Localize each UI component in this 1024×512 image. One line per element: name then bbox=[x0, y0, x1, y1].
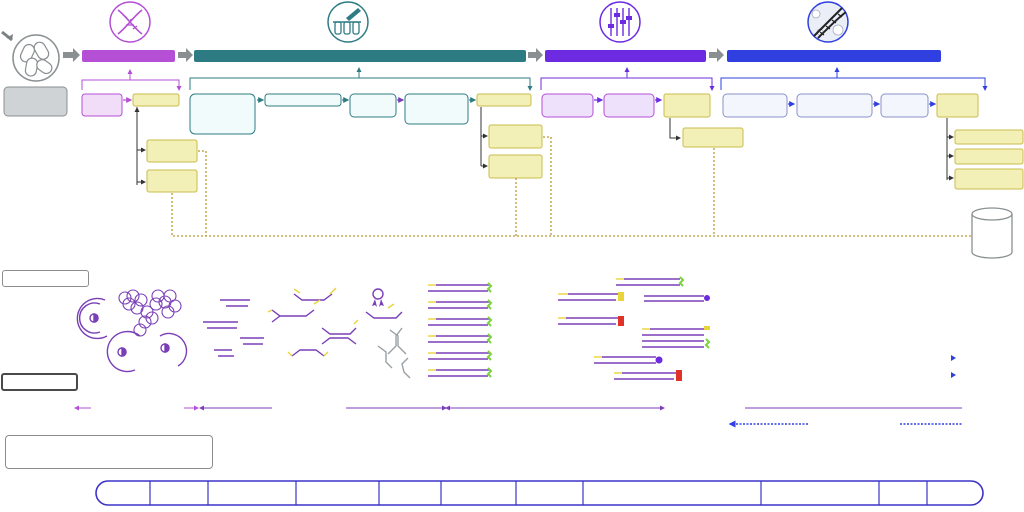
stage-2-result-box-a bbox=[488, 124, 543, 149]
barcoded-reads-group-a bbox=[428, 282, 493, 378]
stage-2-header-bar bbox=[194, 50, 526, 62]
dna-fragment-lines bbox=[203, 299, 264, 357]
adapter-ligation-illustration bbox=[267, 287, 359, 357]
stage-4-bracket bbox=[720, 77, 988, 91]
stage-2-step-box-3 bbox=[349, 93, 397, 118]
stage-connector-arrows bbox=[63, 48, 724, 62]
barcoded-reads-group-b bbox=[558, 276, 711, 381]
stage-1-output-box bbox=[132, 93, 180, 107]
stage-4-step-box-2 bbox=[796, 93, 873, 118]
stage-3-step-box-2 bbox=[603, 93, 655, 118]
flow-arrow bbox=[528, 48, 543, 62]
bottom-segment-bar bbox=[95, 480, 984, 506]
small-pointer-arrows bbox=[951, 355, 956, 378]
bacteria-cells-icon bbox=[12, 34, 60, 82]
stage-2-step-box-2 bbox=[264, 93, 342, 107]
stage-3-bracket bbox=[540, 77, 715, 91]
segment-bar-outline bbox=[95, 480, 984, 506]
stage-1-result-box-b bbox=[146, 169, 198, 193]
stage-3-result-box bbox=[682, 127, 744, 148]
stage-4-step-box-3 bbox=[880, 93, 929, 118]
timeline-arrows bbox=[74, 405, 962, 428]
dna-circle-icon bbox=[807, 1, 849, 43]
stage-1-header-bar bbox=[82, 50, 175, 62]
award-ribbon-icon bbox=[365, 288, 403, 319]
stage-3-output-box bbox=[663, 93, 711, 118]
sample-node bbox=[1, 30, 68, 117]
stage-4-step-box-1 bbox=[722, 93, 788, 118]
sample-label-box bbox=[3, 86, 68, 117]
stage-4-result-box-b bbox=[954, 148, 1024, 165]
cell-lysis-illustration bbox=[76, 289, 188, 373]
stage-4-output-box bbox=[936, 93, 979, 118]
stage-3-header-bar bbox=[545, 50, 706, 62]
stage-4-result-box-a bbox=[954, 129, 1024, 145]
panel-key-box bbox=[1, 373, 78, 391]
stage-2-step-box-4 bbox=[404, 93, 469, 125]
stage-1-bracket bbox=[81, 79, 182, 91]
database-cylinder-icon bbox=[971, 207, 1013, 259]
stage-3-step-box-1 bbox=[541, 93, 594, 118]
stage-1-step-box bbox=[81, 93, 123, 117]
denatured-strands-illustration bbox=[377, 327, 411, 379]
flow-arrow bbox=[63, 48, 80, 62]
stage-4-result-box-c bbox=[954, 168, 1024, 190]
storage-dotted-links bbox=[171, 136, 972, 237]
sliders-icon bbox=[599, 1, 641, 43]
stage-4-header-bar bbox=[727, 50, 941, 62]
stage-1-result-box-a bbox=[146, 139, 198, 163]
caption-box bbox=[5, 435, 213, 469]
dna-helix-icon bbox=[109, 1, 151, 43]
flow-arrow bbox=[709, 48, 724, 62]
panel-label-box bbox=[2, 270, 89, 287]
stage-2-step-box-1 bbox=[189, 93, 256, 135]
pipette-tubes-icon bbox=[327, 1, 369, 43]
stage-2-bracket bbox=[189, 77, 533, 91]
stage-2-result-box-b bbox=[488, 154, 543, 179]
stage-2-output-box bbox=[476, 93, 532, 107]
flow-arrow bbox=[178, 48, 193, 62]
